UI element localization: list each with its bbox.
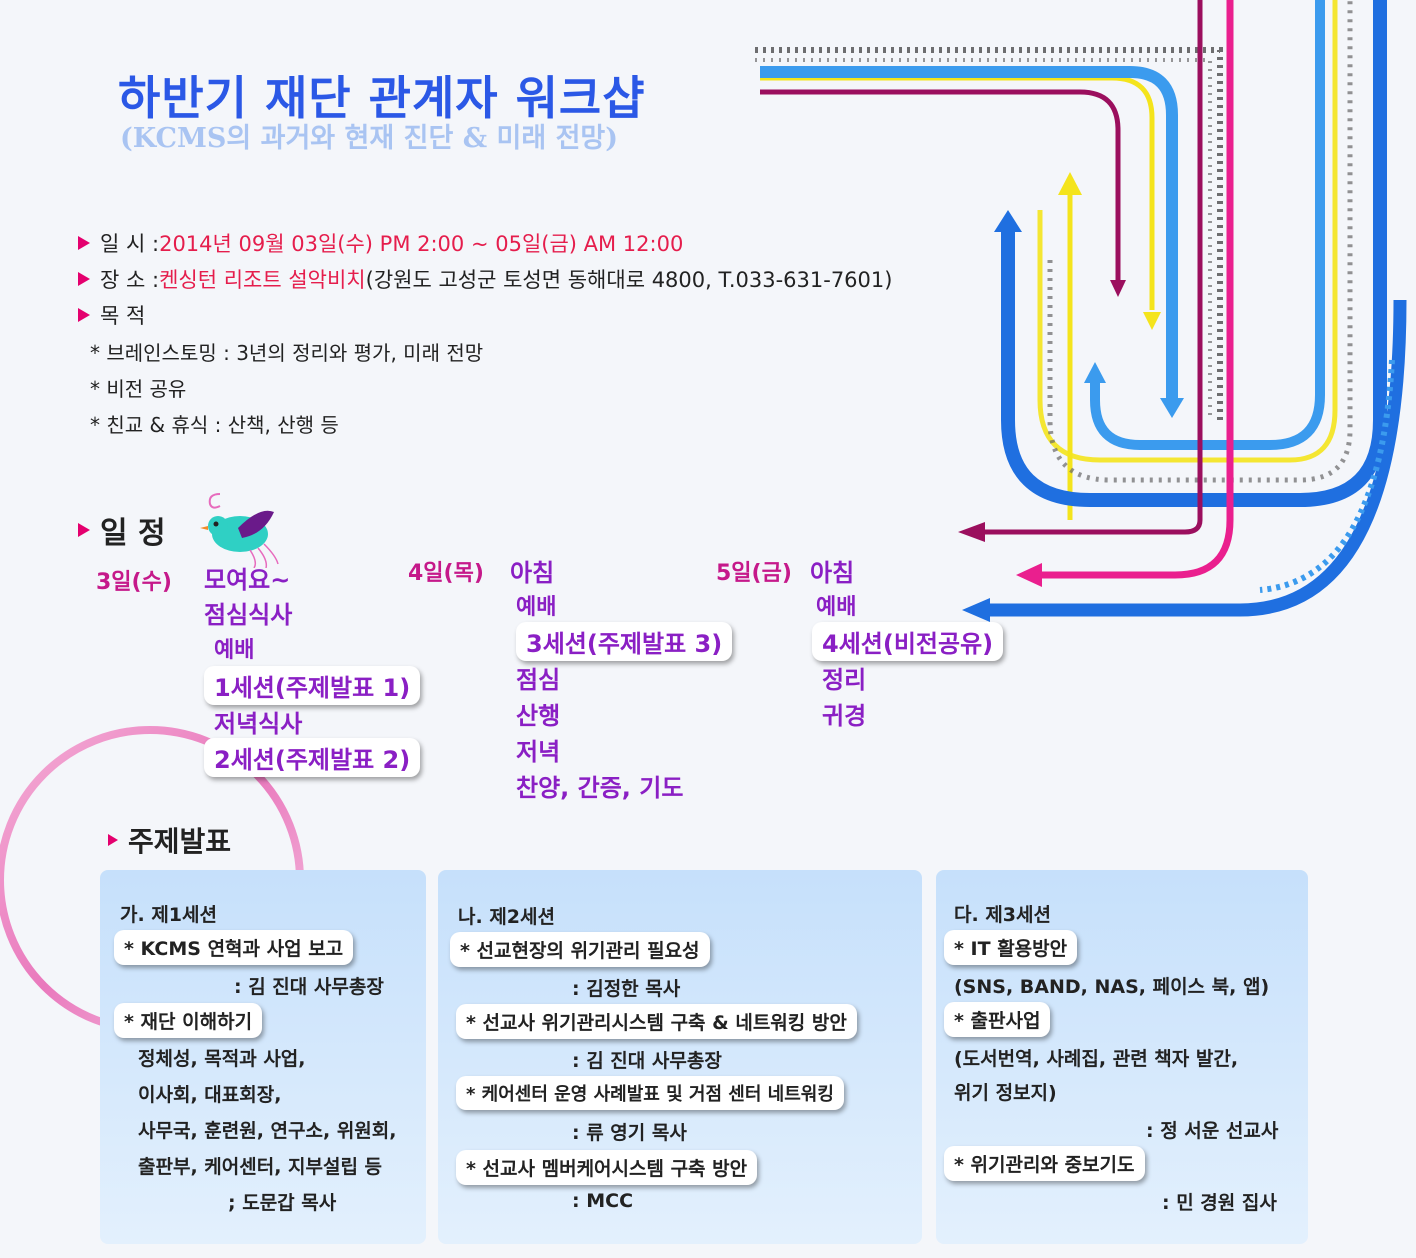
schedule-item: 점심 (516, 666, 561, 694)
schedule-item: 아침 (510, 559, 555, 587)
decorative-arrow-lines (755, 0, 1407, 622)
schedule-heading: 일 정 (78, 508, 166, 552)
place-label: 장 소 : (100, 268, 160, 292)
schedule-item: 저녁 (516, 738, 561, 766)
talk-speaker: : 김 진대 사무총장 (234, 976, 384, 998)
talk-topic: * 케어센터 운영 사례발표 및 거점 센터 네트워킹 (456, 1076, 844, 1110)
schedule-item: 저녁식사 (214, 710, 303, 738)
talk-topic: * KCMS 연혁과 사업 보고 (114, 930, 354, 965)
bullet-triangle-icon (78, 236, 90, 250)
talk-speaker: ; 도문갑 목사 (228, 1192, 337, 1214)
schedule-day-2-label: 4일(목) (408, 561, 484, 586)
info-date-row: 일 시 : 2014년 09월 03일(수) PM 2:00 ~ 05일(금) … (78, 228, 683, 258)
panel-title: 다. 제3세션 (954, 904, 1051, 926)
talk-topic: * IT 활용방안 (944, 930, 1078, 965)
schedule-item: 예배 (516, 595, 557, 620)
talk-speaker: : 김정한 목사 (572, 978, 681, 1000)
page-title: 하반기 재단 관계자 워크샵 (118, 71, 646, 125)
purpose-item: * 친교 & 휴식 : 산책, 산행 등 (90, 413, 339, 437)
schedule-item-session: 3세션(주제발표 3) (516, 622, 733, 661)
talk-speaker: : 정 서운 선교사 (1146, 1120, 1279, 1142)
purpose-item: * 비전 공유 (90, 377, 187, 401)
schedule-item: 예배 (214, 638, 255, 663)
talk-detail: 출판부, 케어센터, 지부설립 등 (138, 1156, 383, 1178)
talk-detail: (SNS, BAND, NAS, 페이스 북, 앱) (954, 976, 1270, 998)
talk-detail: 이사회, 대표회장, (138, 1084, 282, 1106)
date-value: 2014년 09월 03일(수) PM 2:00 ~ 05일(금) AM 12:… (159, 232, 684, 256)
talk-topic: * 출판사업 (944, 1002, 1051, 1037)
page-subtitle: (KCMS의 과거와 현재 진단 & 미래 전망) (120, 123, 619, 154)
talk-topic: * 선교사 멤버케어시스템 구축 방안 (456, 1150, 758, 1185)
session-panel-1: 가. 제1세션 * KCMS 연혁과 사업 보고 : 김 진대 사무총장 * 재… (100, 870, 426, 1244)
talk-speaker: : MCC (572, 1190, 634, 1212)
bullet-triangle-icon (108, 834, 118, 846)
bullet-triangle-icon (78, 308, 90, 322)
schedule-item: 모여요~ (204, 566, 291, 594)
schedule-item-session: 4세션(비전공유) (812, 622, 1004, 661)
schedule-item: 찬양, 간증, 기도 (516, 774, 684, 802)
talk-detail: 정체성, 목적과 사업, (138, 1048, 306, 1070)
bullet-triangle-icon (78, 272, 90, 286)
talk-speaker: : 류 영기 목사 (572, 1122, 687, 1144)
schedule-item: 예배 (816, 595, 857, 620)
date-label: 일 시 : (100, 232, 160, 256)
schedule-item-session: 2세션(주제발표 2) (204, 738, 421, 777)
purpose-label: 목 적 (100, 304, 146, 328)
schedule-item: 귀경 (822, 702, 867, 730)
place-detail: (강원도 고성군 토성면 동해대로 4800, T.033-631-7601) (365, 268, 893, 292)
talk-topic: * 선교현장의 위기관리 필요성 (450, 932, 710, 967)
talk-speaker: : 김 진대 사무총장 (572, 1050, 722, 1072)
purpose-item: * 브레인스토밍 : 3년의 정리와 평가, 미래 전망 (90, 341, 484, 365)
place-value: 켄싱턴 리조트 설악비치 (159, 268, 366, 292)
schedule-item: 아침 (810, 559, 855, 587)
talk-topic: * 위기관리와 중보기도 (944, 1146, 1145, 1181)
schedule-day-3-label: 5일(금) (716, 561, 792, 586)
session-panel-3: 다. 제3세션 * IT 활용방안 (SNS, BAND, NAS, 페이스 북… (936, 870, 1308, 1244)
panel-title: 나. 제2세션 (458, 906, 555, 928)
session-panel-2: 나. 제2세션 * 선교현장의 위기관리 필요성 : 김정한 목사 * 선교사 … (438, 870, 922, 1244)
talk-detail: 위기 정보지) (954, 1082, 1057, 1104)
schedule-item-session: 1세션(주제발표 1) (204, 666, 421, 705)
schedule-item: 정리 (822, 666, 867, 694)
bird-icon (200, 493, 279, 568)
schedule-item: 산행 (516, 702, 561, 730)
schedule-day-1-label: 3일(수) (96, 570, 172, 595)
talk-topic: * 선교사 위기관리시스템 구축 & 네트워킹 방안 (456, 1004, 857, 1039)
panel-title: 가. 제1세션 (120, 904, 217, 926)
talk-topic: * 재단 이해하기 (114, 1003, 263, 1038)
info-purpose-row: 목 적 (78, 300, 145, 330)
schedule-item: 점심식사 (204, 601, 293, 629)
talk-speaker: : 민 경원 집사 (1162, 1192, 1277, 1214)
bullet-triangle-icon (78, 523, 90, 537)
talks-heading: 주제발표 (108, 820, 231, 860)
talk-detail: (도서번역, 사례집, 관련 책자 발간, (954, 1048, 1239, 1070)
talk-detail: 사무국, 훈련원, 연구소, 위원회, (138, 1120, 397, 1142)
info-place-row: 장 소 : 켄싱턴 리조트 설악비치 (강원도 고성군 토성면 동해대로 480… (78, 264, 892, 294)
